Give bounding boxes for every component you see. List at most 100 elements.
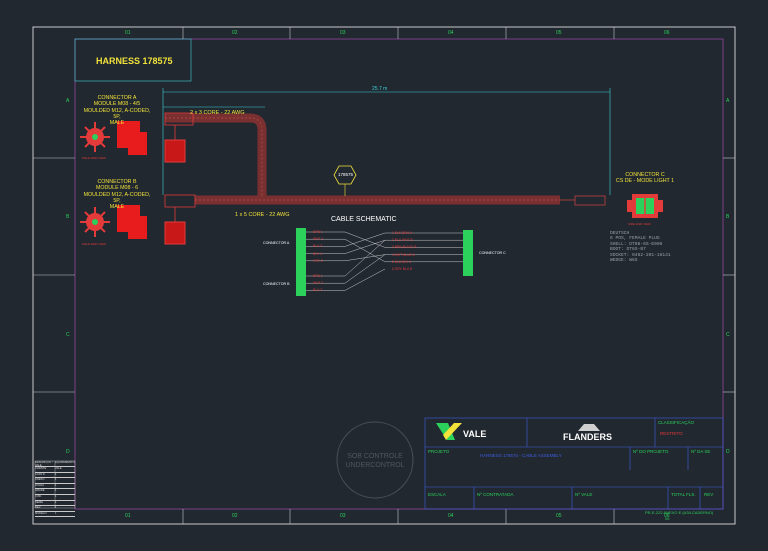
revision-table-cell: ANEXO (35, 478, 45, 482)
column-label-top: 06 (664, 30, 670, 36)
flanders-logo-text: FLANDERS (563, 432, 612, 442)
connector-c-face-label: SIDE END VIEW (628, 222, 651, 226)
connector-a-line-2: MODULE M08 - 4/5 (93, 101, 141, 108)
connector-a-plug (164, 112, 194, 163)
schematic-b-wire-label: BLU 3 (313, 288, 323, 293)
rev-label: REV (704, 492, 714, 497)
connector-b-line-1: CONNECTOR B (97, 179, 137, 185)
schematic-c-wire-label: 1 BLK BRN A (392, 231, 412, 235)
revision-table-row: REV 1 (35, 506, 75, 512)
connector-b-side-view (117, 205, 147, 239)
row-label-right: C (726, 332, 730, 338)
connector-c-face (627, 194, 663, 218)
revision-table-cell: VALE (55, 467, 62, 470)
connector-c-spec-3: SHELL: DT06-6S-E008 (610, 241, 663, 247)
escala-label: ESCALA (428, 492, 446, 497)
cable-c-end (574, 195, 606, 206)
column-label-top: 02 (232, 30, 238, 36)
revision-table-cell: 1 (55, 511, 57, 515)
revision-header-2: EQUIPAMENTO (55, 461, 75, 464)
revision-table-cell: 1 (55, 489, 57, 493)
column-label-bottom: 03 (340, 513, 346, 519)
revision-table-cell: GRADE (35, 489, 45, 493)
connector-b-face-label: MALE END VIEW (82, 242, 106, 246)
connector-a-side-view (117, 121, 147, 155)
revision-table-cell: REV (35, 506, 41, 510)
total-fls-label: TOTAL FLS. (671, 492, 696, 497)
vale-logo (436, 423, 462, 440)
schematic-connector-blocks (296, 228, 473, 296)
schematic-connector-c-label: CONNECTOR C (479, 251, 506, 255)
revision-table-cell: 1 (55, 472, 57, 476)
row-dividers (33, 157, 735, 393)
revision-table-row: FOLHA 1 (35, 484, 75, 490)
revision-table-row: CÓD.1 (35, 495, 75, 501)
schematic-c-wire-label: 5 BLU BLK A (392, 259, 412, 264)
connector-c-spec-2: 6 POS, FEMALE PLUG (610, 236, 660, 242)
n-se-label: Nº DA SE (691, 449, 711, 454)
connector-b-face (80, 207, 110, 237)
nvale-label: Nº VALE (575, 492, 593, 497)
contratada-label: Nº CONTRATADA (477, 492, 514, 497)
sheet-inner-border (74, 38, 724, 510)
revision-table-cell: SÉRIE (35, 500, 44, 504)
sheet-reference: PR-E-222 ANEXO E (A3/LCADERNO) (645, 510, 714, 515)
revision-table-cell: CÓD. (35, 494, 42, 498)
n-projeto-label: Nº DO PROJETO (633, 449, 669, 454)
connector-b-plug (164, 194, 196, 245)
connector-a-line-1: CONNECTOR A (97, 95, 137, 101)
column-label-top: 05 (556, 30, 562, 36)
revision-table-row: MODELO 1 (35, 512, 75, 518)
revision-header-1: DESCRIÇÃO / VALE (35, 461, 53, 466)
schematic-c-wire-label: 3 BRN BLACK B (392, 245, 417, 250)
schematic-wire (344, 238, 386, 263)
cable-main-label: 1 x 5 CORE - 22 AWG (235, 212, 290, 218)
row-label-right: D (726, 449, 730, 455)
cable-tag-hexagon (333, 165, 357, 185)
column-label-bottom: 04 (448, 513, 454, 519)
cable-harness (165, 113, 606, 206)
schematic-a-wire-label: BRN 1 (313, 230, 323, 234)
watermark-seal (336, 421, 414, 499)
flanders-logo-mark (578, 424, 600, 431)
connector-a-face-label: MALE END VIEW (82, 156, 106, 160)
connector-b-line-3: MOULDED M12, A-CODED, 5P, (83, 191, 151, 204)
connector-b-line-2: MODULE M08 - 6 (95, 185, 139, 192)
harness-title: HARNESS 178575 (96, 56, 173, 66)
column-label-bottom: 06 (664, 513, 670, 519)
schematic-b-wire-label: WHT 2 (313, 281, 324, 286)
connector-c-line-2: CS DE - MODE LIGHT 1 (615, 178, 675, 185)
connector-c-spec-1: DEUTSCH (610, 231, 630, 236)
cable-schematic-title: CABLE SCHEMATIC (331, 216, 397, 223)
revision-table-header: DESCRIÇÃO / VALE EQUIPAMENTO (35, 461, 75, 467)
sheet-outer-border (32, 26, 736, 525)
connector-a-line-3: MOULDED M12, A-CODED, 5P, (83, 107, 151, 120)
revision-table-row: ANEXO 1 (35, 478, 75, 484)
schematic-wire (344, 268, 386, 291)
column-dividers (182, 27, 615, 524)
projeto-label: PROJETO (428, 449, 450, 454)
overall-dimension-line (162, 88, 611, 195)
revision-table-cell: MODELO (35, 511, 47, 515)
harness-title-box (74, 38, 192, 82)
column-label-top: 04 (448, 30, 454, 36)
revision-table-cell: FOLHA (35, 483, 44, 487)
connector-b-line-4: MALE (109, 204, 125, 211)
connector-c-spec-4: BOOT: DT6S-B7 (610, 247, 646, 253)
watermark-text: SOB CONTROLE UNDERCONTROL (337, 452, 413, 470)
schematic-wires (306, 231, 463, 291)
schematic-wire (344, 232, 386, 247)
schematic-connector-b-label: CONNECTOR B (263, 282, 290, 286)
row-label-left: B (66, 214, 70, 220)
revision-table-cell: 1 (55, 483, 57, 487)
connector-b-title: CONNECTOR B MODULE M08 - 6 MOULDED M12, … (82, 179, 152, 210)
schematic-c-wire-label: 6 GRY BLU B (392, 267, 413, 271)
cable-ab-label: 2 x 3 CORE - 22 AWG (190, 110, 245, 116)
schematic-a-wire-label: BLK 4 (313, 251, 322, 256)
